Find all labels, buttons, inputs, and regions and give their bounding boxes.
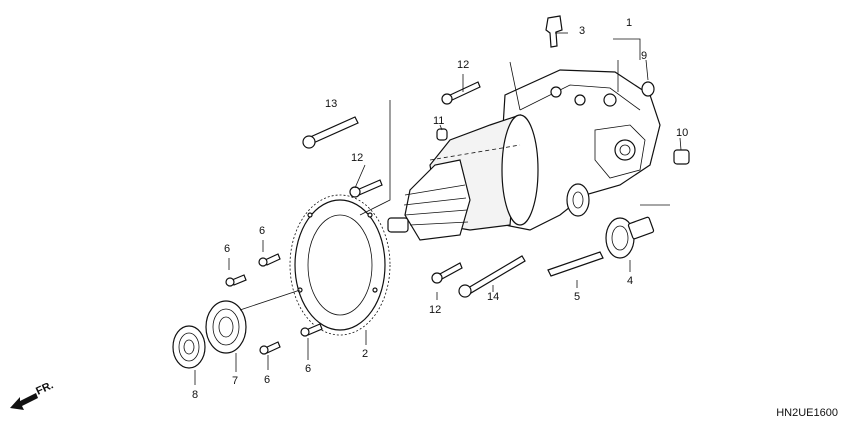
callout-13: 13 (325, 98, 337, 110)
o-ring (641, 81, 655, 97)
callout-6b: 6 (259, 225, 265, 237)
bolt-6d (300, 323, 323, 337)
callout-2: 2 (362, 348, 368, 360)
callout-9: 9 (641, 50, 647, 62)
housing-gear (566, 183, 590, 217)
callout-12b: 12 (351, 152, 363, 164)
bolt-6b (258, 253, 281, 267)
bolt-12-top (441, 81, 481, 105)
front-direction-arrow: FR. (10, 379, 55, 410)
bolt-14 (458, 255, 526, 298)
callout-12a: 12 (457, 59, 469, 71)
shaft-housing (387, 114, 539, 241)
callout-14: 14 (487, 291, 499, 303)
bolt-6c (259, 341, 281, 355)
bolt-6a (225, 274, 247, 287)
bearing-large (205, 300, 247, 354)
callout-12c: 12 (429, 304, 441, 316)
speed-sensor (545, 15, 563, 48)
shaft-pin (547, 251, 604, 277)
callout-1: 1 (626, 17, 632, 29)
callout-8: 8 (192, 389, 198, 401)
callout-5: 5 (574, 291, 580, 303)
dowel-pin (436, 128, 448, 141)
callout-6d: 6 (305, 363, 311, 375)
bearing-small (172, 325, 206, 369)
ring-gear (289, 194, 391, 336)
callout-10: 10 (676, 127, 688, 139)
bolt-13 (302, 116, 359, 149)
callout-3: 3 (579, 25, 585, 37)
collar (673, 149, 690, 165)
bolt-12-bottom (431, 262, 463, 284)
bolt-12-mid (349, 179, 383, 198)
direction-label: FR. (34, 379, 55, 397)
callout-6c: 6 (264, 374, 270, 386)
callout-11: 11 (433, 115, 444, 127)
callout-4: 4 (627, 275, 633, 287)
callout-6a: 6 (224, 243, 230, 255)
diagram-code: HN2UE1600 (776, 407, 838, 419)
leader-lines (194, 32, 682, 385)
pinion-gear (605, 216, 655, 259)
callout-7: 7 (232, 375, 238, 387)
